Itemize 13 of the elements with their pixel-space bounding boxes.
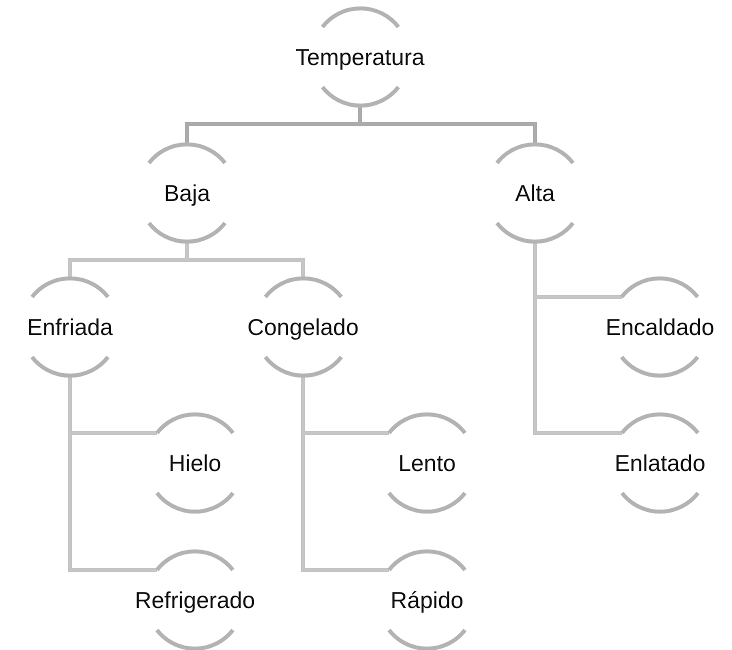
node-label: Temperatura — [294, 44, 426, 70]
node-label: Encaldado — [604, 314, 716, 340]
node-label: Enfriada — [26, 314, 114, 340]
node-label: Refrigerado — [134, 586, 256, 614]
node-label: Enlatado — [614, 450, 706, 476]
node-label: Baja — [162, 180, 212, 206]
node-label: Lento — [397, 450, 457, 476]
node-label: Hielo — [168, 450, 222, 476]
node-label: Congelado — [246, 314, 360, 340]
arc-node — [293, 9, 427, 105]
node-label: Alta — [514, 180, 556, 206]
node-label: Rápido — [390, 586, 464, 614]
connector-line — [533, 241, 622, 435]
